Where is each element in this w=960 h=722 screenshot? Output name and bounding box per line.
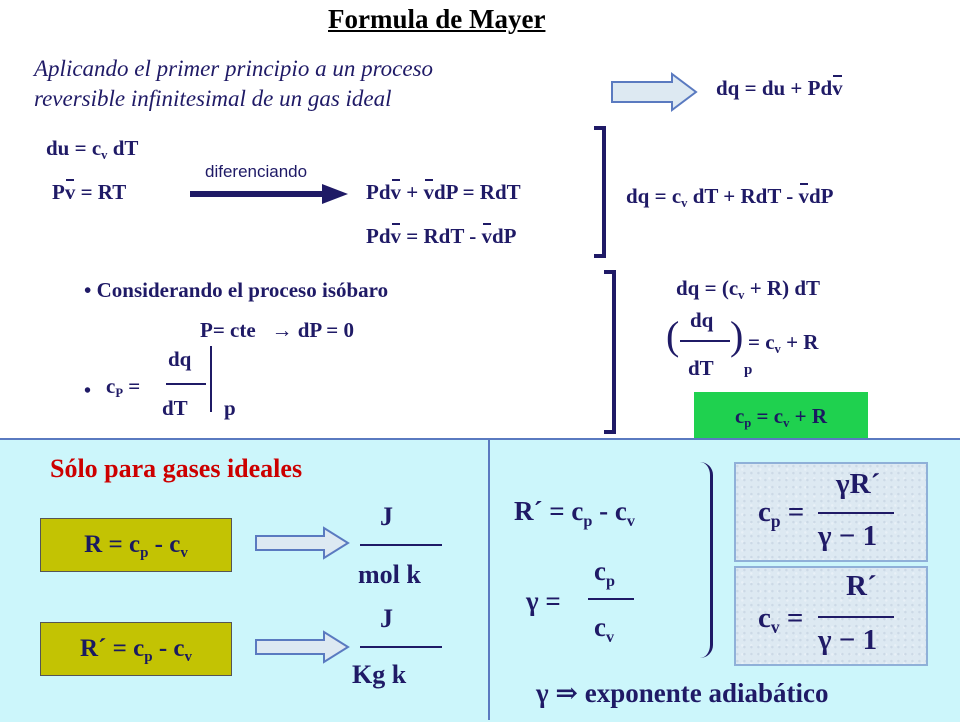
r-prime-equation-box: R´ = cp - cv (40, 622, 232, 676)
gamma-den: cv (594, 612, 615, 646)
cv-gamma-box (734, 566, 928, 666)
evaluation-bar (210, 346, 212, 412)
cv-box-lhs: cv = (758, 602, 804, 638)
cp-box-lhs: cp = (758, 496, 805, 532)
right-bracket-2 (606, 270, 616, 434)
cp-definition-lhs: cP = (106, 374, 141, 401)
dq-over-dt-num: dq (690, 308, 714, 332)
differential-equation-1: Pdv + vdP = RdT (366, 180, 521, 204)
isobaric-bullet: • Considerando el proceso isóbaro (84, 278, 389, 302)
cp-fraction-line (166, 383, 206, 385)
cp-fraction-num: dq (168, 347, 192, 371)
r-prime-unit-den: Kg k (352, 660, 407, 689)
right-arrow-icon (255, 630, 350, 664)
left-paren: ( (666, 313, 680, 358)
cv-box-num: R´ (846, 570, 877, 602)
right-bracket-3 (700, 462, 713, 658)
ideal-gas-equation: Pv = RT (52, 180, 127, 204)
right-bracket-1 (596, 126, 606, 258)
page-title: Formula de Mayer (328, 4, 546, 34)
right-arrow-icon (255, 526, 350, 560)
du-equation: du = cv dT (46, 136, 139, 163)
isobaric-condition: P= cte → dP = 0 (200, 318, 355, 342)
intro-text: Aplicando el primer principio a un proce… (34, 54, 433, 114)
dq-over-dt-line (680, 340, 730, 342)
r-equation-box: R = cp - cv (40, 518, 232, 572)
r-prime-unit-num: J (380, 604, 393, 633)
right-arrow-icon (611, 72, 698, 112)
cp-constant-p: p (224, 396, 236, 420)
first-law-equation: dq = du + Pdv (716, 76, 843, 100)
ideal-gases-heading: Sólo para gases ideales (50, 454, 303, 483)
arrow-label: diferenciando (205, 162, 308, 181)
dq-result-equation: dq = cv dT + RdT - vdP (626, 184, 834, 211)
dq-over-dt-den: dT (688, 356, 714, 380)
cp-box-num: γR´ (836, 468, 881, 500)
cp-cv-r-box: cp = cv + R (694, 392, 868, 440)
blue-arrow-icon (190, 184, 348, 204)
gamma-num: cp (594, 556, 615, 590)
cp-gamma-box (734, 462, 928, 562)
right-paren: ) (730, 313, 744, 358)
bullet-dot: • (84, 380, 92, 402)
cv-box-den: γ − 1 (818, 624, 878, 656)
differential-equation-2: Pdv = RdT - vdP (366, 224, 517, 248)
gamma-lhs: γ = (526, 586, 561, 616)
equals-cv-plus-r: = cv + R (748, 330, 819, 357)
cp-fraction-den: dT (162, 396, 188, 420)
intro-line-1: Aplicando el primer principio a un proce… (34, 56, 434, 81)
r-unit-den: mol k (358, 560, 421, 589)
intro-line-2: reversible infinitesimal de un gas ideal (34, 86, 392, 111)
constant-p-subscript: p (744, 362, 753, 378)
panel-divider (488, 440, 490, 720)
r-unit-num: J (380, 502, 393, 531)
r-prime-relation: R´ = cp - cv (514, 496, 635, 530)
adiabatic-exponent-label: γ ⇒ exponente adiabático (536, 678, 829, 708)
cp-box-den: γ − 1 (818, 520, 878, 552)
dq-cv-r-equation: dq = (cv + R) dT (676, 276, 820, 303)
